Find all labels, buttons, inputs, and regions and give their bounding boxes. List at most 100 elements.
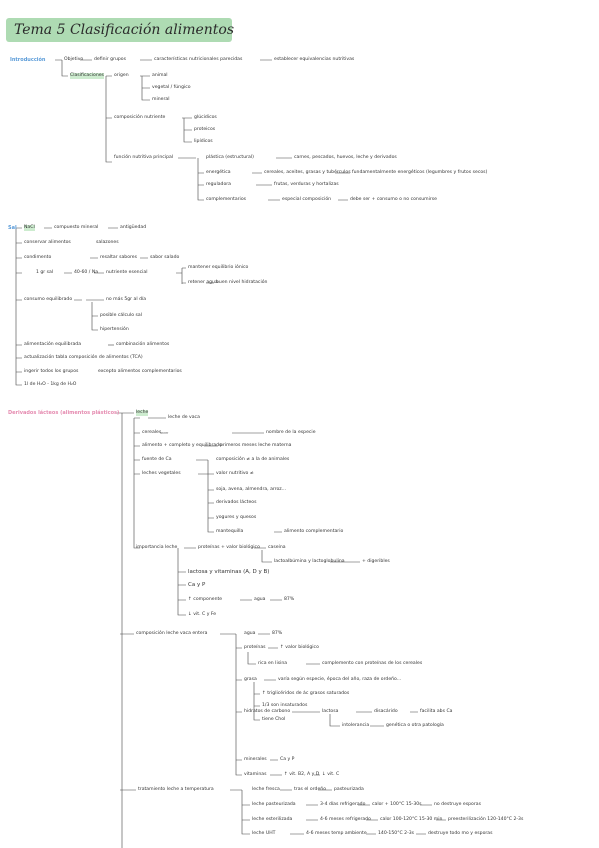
composicion-item: lipídicos [194, 139, 213, 144]
sal-row: alimentación equilibrada [24, 342, 82, 347]
funcion-detail: frutas, verduras y hortalizas [274, 182, 339, 187]
funcion-detail: carnes, pescados, huevos, leche y deriva… [294, 155, 397, 160]
comp-item: Ca y P [280, 757, 295, 762]
comp-item: lactosa [322, 709, 339, 714]
importancia-item: ↑ componente [188, 597, 223, 602]
comp-item: ↑ valor biológico [280, 645, 319, 650]
tratamiento-label: tratamiento leche a temperatura [138, 787, 214, 792]
leche-detail: composición ≠ a la de animales [216, 457, 290, 462]
nutriente-sub: retener agua [188, 280, 218, 285]
sal-detail: antigüedad [120, 225, 147, 230]
clas-composicion: composición nutriente [114, 115, 166, 120]
vegetal-item: alimento complementario [284, 529, 344, 534]
vegetal-item: mantequilla [216, 529, 244, 534]
section-label-derivados: Derivados lácteos (alimentos plásticos) [8, 410, 120, 416]
trat-item: tras el ordeño [294, 787, 327, 792]
importancia-item: + digeribles [362, 559, 390, 564]
leche-detail: nombre de la especie [266, 430, 316, 435]
comp-item: hidratos de carbono [244, 709, 291, 714]
importancia-item: agua [254, 597, 266, 602]
section-label-intro: Introducción [10, 57, 46, 63]
comp-item: 87% [272, 631, 283, 636]
comp-item: intolerancia [342, 723, 370, 728]
funcion-item: plástica (estructural) [206, 155, 254, 160]
comp-item: facilita abs Ca [420, 709, 453, 714]
leche-row: cereales, ... [142, 430, 169, 435]
comp-item: ↑ vit. B2, A y D [284, 772, 320, 777]
leche-row: alimento + completo y equilibrado [142, 443, 222, 448]
comp-item: grasa [244, 677, 257, 682]
importancia-item: lactosa y vitaminas (A, D y B) [188, 569, 270, 575]
origen-item: animal [152, 73, 168, 78]
clas-origen: origen [114, 73, 129, 78]
importancia-item: proteínas + valor biológico [198, 545, 260, 550]
importancia-item: Ca y P [188, 582, 206, 588]
importancia-item: lactoalbúmina y lactoglobulina [274, 559, 345, 564]
sal-row: ingerir todos los grupos [24, 369, 79, 374]
comp-item: minerales [244, 757, 267, 762]
trat-item: 140-150°C 2-3s [378, 831, 415, 836]
trat-item: 3-4 días refrigerado [320, 802, 366, 807]
funcion-item: energética [206, 170, 231, 175]
consumo-sub: posible cálculo sal [100, 313, 142, 318]
trat-item: leche pasteurizada [252, 802, 296, 807]
comp-item: disacárido [374, 709, 398, 714]
trat-item: destruye todo mo y esporas [428, 831, 493, 836]
trat-item: 4-6 meses temp ambiente [306, 831, 367, 836]
importancia-item: 87% [284, 597, 295, 602]
trat-item: leche UHT [252, 831, 276, 836]
trat-item: leche esterilizada [252, 817, 293, 822]
intro-objetivo: Objetivo [64, 57, 84, 62]
comp-item: tiene Chol [262, 717, 286, 722]
nutriente-sub: mantener equilibrio iónico [188, 265, 249, 270]
sal-row: conservar alimentos [24, 240, 71, 245]
leche-label: leche [136, 410, 149, 416]
sal-row: actualización tabla composición de alime… [24, 355, 143, 360]
sal-detail: 40-60 / Na [74, 270, 99, 275]
trat-item: calor 100-120°C 15-30 min [380, 817, 443, 822]
comp-item: genética o otra patología [386, 723, 444, 728]
leche-row: leches vegetales [142, 471, 181, 476]
consumo-sub: hipertensión [100, 327, 129, 332]
sal-row: 1l de H₂O - 1kg de H₂O [24, 382, 77, 387]
sal-detail: compuesto mineral [54, 225, 99, 230]
comp-item: varía según especie, época del año, raza… [278, 677, 402, 682]
composicion-item: glúcidicos [194, 115, 217, 120]
trat-item: leche fresca [252, 787, 280, 792]
sal-detail: sabor salado [150, 255, 180, 260]
objetivo-item: definir grupos [94, 57, 127, 62]
funcion-item: reguladora [206, 182, 231, 187]
section-label-sal: Sal [8, 225, 17, 231]
clas-funcion: función nutritiva principal [114, 155, 174, 160]
trat-item: pasteurizada [334, 787, 364, 792]
vegetal-item: yogures y quesos [216, 515, 257, 520]
intro-clasificaciones: Clasificaciones [70, 73, 104, 79]
comp-item: rica en lisina [258, 661, 288, 666]
sal-detail: salazones [96, 240, 119, 245]
leche-detail: primeros meses leche materna [220, 443, 292, 448]
trat-item: 4-6 meses refrigerado [320, 817, 371, 822]
sal-detail: resaltar sabores [100, 255, 138, 260]
sal-detail: nutriente esencial [106, 270, 148, 275]
comp-item: proteínas [244, 645, 266, 650]
comp-item: 1/3 son insaturados [262, 703, 308, 708]
page-title: Tema 5 Clasificación alimentos [14, 22, 235, 38]
importancia-item: ↓ vit. C y Fe [188, 612, 217, 617]
origen-item: vegetal / fúngico [152, 85, 191, 90]
sal-row: condimento [24, 255, 52, 260]
trat-item: no destruye esporas [434, 802, 481, 807]
funcion-detail: debe ser + consumo o no consumirse [350, 197, 437, 202]
comp-item: vitaminas [244, 772, 267, 777]
title-highlight [6, 18, 232, 42]
sal-detail: no más 5gr al día [106, 297, 147, 302]
nutriente-sub: buen nivel hidratación [216, 280, 268, 285]
trat-item: preesterilización 120-140°C 2-3s [448, 817, 524, 822]
funcion-detail: especial composición [282, 197, 332, 202]
comp-item: complemento con proteínas de los cereale… [322, 661, 423, 666]
sal-detail: combinación alimentos [116, 342, 170, 347]
comp-item: ↓ vit. C [322, 772, 340, 777]
sal-detail: excepto alimentos complementarios [98, 369, 182, 374]
funcion-detail: cereales, aceites, grasas y tubérculos [264, 170, 351, 175]
sal-row: consumo equilibrado [24, 297, 73, 302]
